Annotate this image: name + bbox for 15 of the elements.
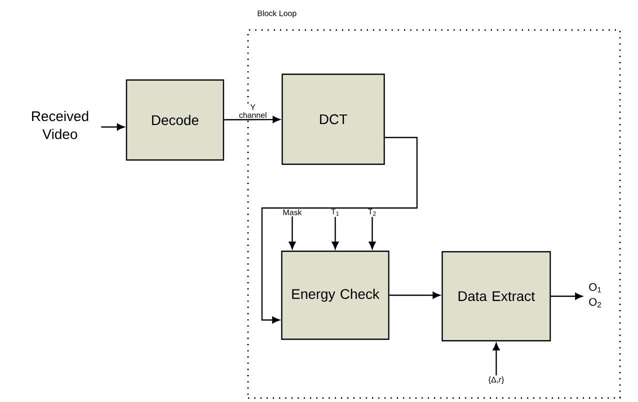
arrow <box>261 136 418 324</box>
input-label: Received Video <box>32 110 88 140</box>
arrow <box>288 216 296 250</box>
process-box: Data Extract <box>442 251 551 342</box>
process-box: Decode <box>126 79 224 161</box>
process-box: Energy Check <box>281 250 390 340</box>
arrow <box>389 292 440 299</box>
arrow <box>368 216 376 250</box>
arrow <box>224 116 280 123</box>
arrow <box>550 292 583 300</box>
arrow <box>101 124 124 130</box>
arrow <box>492 342 500 376</box>
arrow <box>332 216 339 250</box>
output-label: O$_{1}$ O$_{2}$ <box>589 283 602 308</box>
process-box: DCT <box>282 74 385 165</box>
